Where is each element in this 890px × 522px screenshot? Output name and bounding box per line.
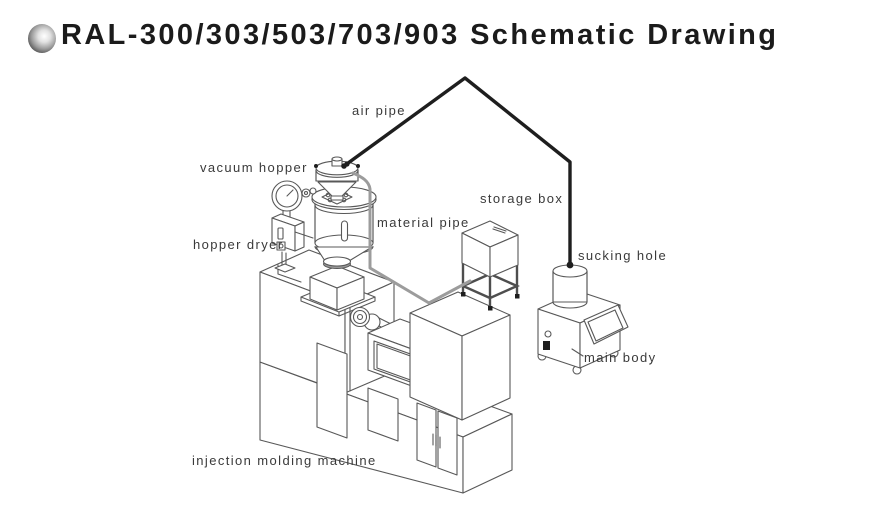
- label-air-pipe: air pipe: [352, 103, 406, 118]
- material-pipe-line: [351, 171, 472, 305]
- main-body-drawing: [537, 264, 629, 375]
- label-main-body: main body: [584, 350, 657, 365]
- label-vacuum-hopper: vacuum hopper: [200, 160, 308, 175]
- metallic-sphere-icon: [28, 24, 56, 53]
- label-storage-box: storage box: [480, 191, 563, 206]
- storage-box-drawing: [460, 220, 520, 311]
- label-material-pipe: material pipe: [377, 215, 470, 230]
- diagram-labels: air pipe vacuum hopper storage box mater…: [192, 103, 667, 468]
- label-hopper-dryer: hopper dryer: [193, 237, 284, 252]
- hopper-dryer-drawing: [271, 180, 377, 273]
- label-injection-molding-machine: injection molding machine: [192, 453, 377, 468]
- air-pipe-line: [341, 76, 574, 269]
- label-sucking-hole: sucking hole: [578, 248, 667, 263]
- injection-molding-machine-drawing: [259, 249, 513, 494]
- main-body-leader-line: [571, 348, 584, 357]
- page-title: RAL-300/303/503/703/903 Schematic Drawin…: [61, 19, 779, 51]
